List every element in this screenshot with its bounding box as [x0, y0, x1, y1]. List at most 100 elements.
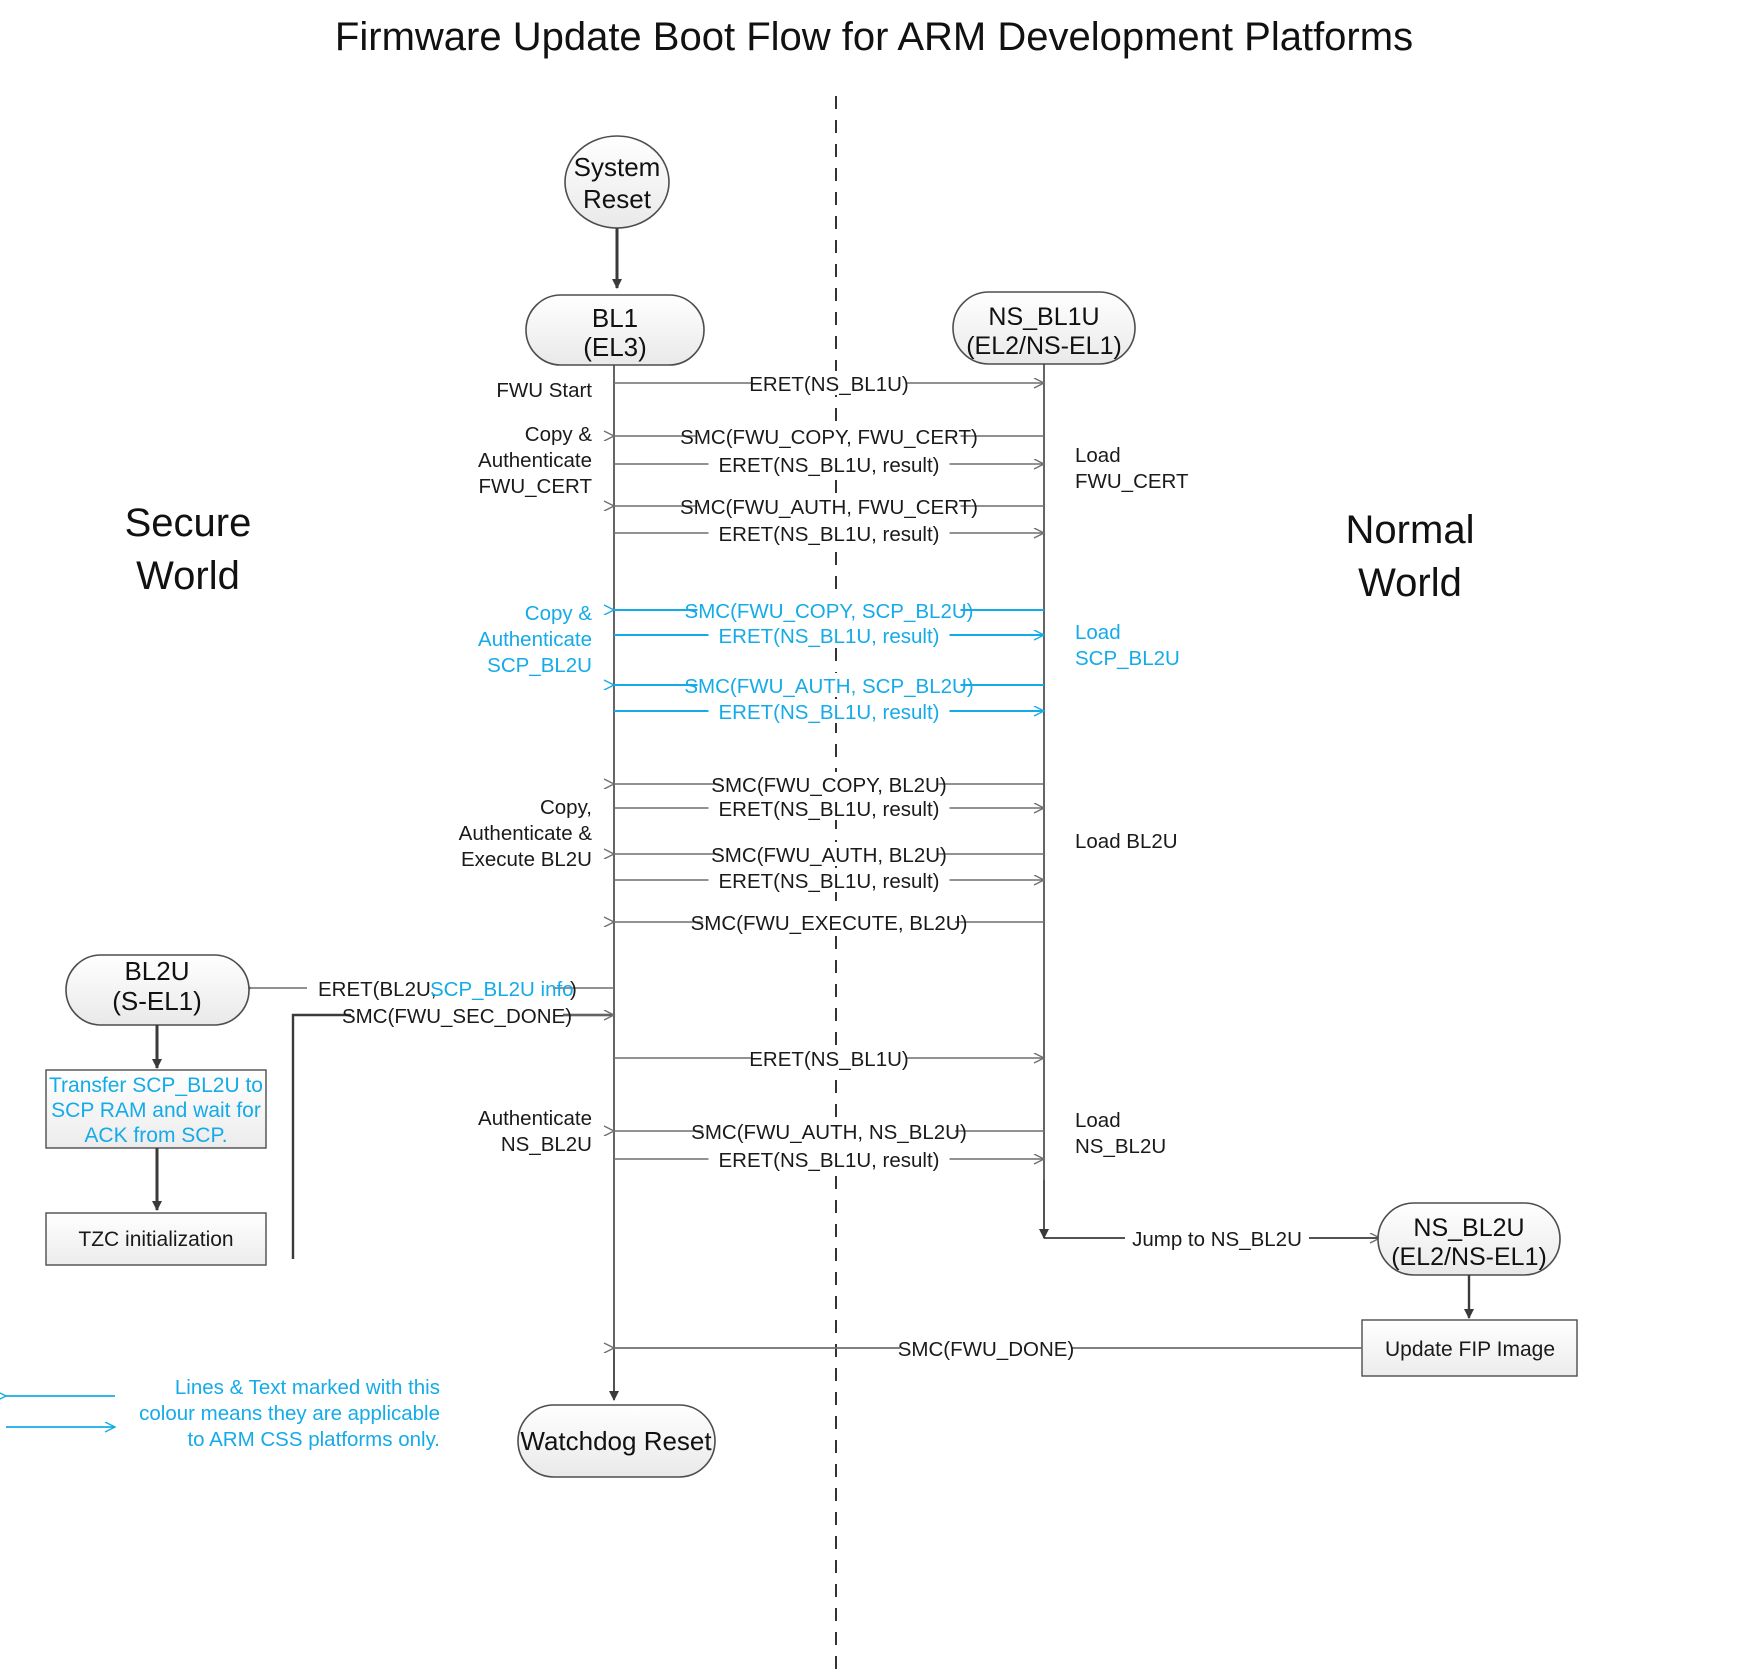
- message-eret-bl2u-suffix: ): [570, 978, 577, 1001]
- node-ns-bl2u-line1: NS_BL2U: [1413, 1214, 1524, 1242]
- side-label-r4-line2: NS_BL2U: [1075, 1135, 1166, 1158]
- message-m9[interactable]: ERET(NS_BL1U, result): [614, 699, 1044, 724]
- secure-world-label-line1: Secure: [125, 501, 252, 545]
- message-m4[interactable]: SMC(FWU_AUTH, FWU_CERT): [614, 494, 1044, 519]
- message-m2-label: SMC(FWU_COPY, FWU_CERT): [680, 426, 978, 449]
- message-m16-label: SMC(FWU_AUTH, NS_BL2U): [691, 1121, 967, 1144]
- message-m2[interactable]: SMC(FWU_COPY, FWU_CERT): [614, 424, 1044, 449]
- node-ns-bl1u-line1: NS_BL1U: [988, 303, 1099, 331]
- side-label-s5-line1: Authenticate: [478, 1107, 592, 1130]
- message-m4-label: SMC(FWU_AUTH, FWU_CERT): [680, 496, 978, 519]
- message-m14-label: SMC(FWU_EXECUTE, BL2U): [691, 912, 968, 935]
- normal-world-label-line1: Normal: [1346, 508, 1475, 552]
- node-bl1-line1: BL1: [592, 303, 638, 333]
- node-bl2u-line2: (S-EL1): [112, 986, 202, 1016]
- side-label-s4-line2: Authenticate &: [459, 822, 593, 845]
- side-label-s3-line3: SCP_BL2U: [487, 654, 592, 677]
- message-m1-label: ERET(NS_BL1U): [749, 373, 909, 396]
- normal-world-label-line2: World: [1358, 561, 1462, 605]
- node-watchdog-reset-line1: Watchdog Reset: [520, 1426, 712, 1456]
- message-m7[interactable]: ERET(NS_BL1U, result): [614, 623, 1044, 648]
- node-ns-bl2u[interactable]: NS_BL2U (EL2/NS-EL1): [1377, 1202, 1561, 1276]
- message-m3-label: ERET(NS_BL1U, result): [718, 454, 939, 477]
- message-jump-ns-bl2u[interactable]: Jump to NS_BL2U: [1039, 1180, 1380, 1251]
- message-m5[interactable]: ERET(NS_BL1U, result): [614, 521, 1044, 546]
- message-eret-bl2u-prefix: ERET(BL2U,: [318, 978, 436, 1001]
- message-smc-fwu-done-label: SMC(FWU_DONE): [898, 1338, 1075, 1361]
- process-box-transfer-scp-line1: Transfer SCP_BL2U to: [49, 1074, 263, 1097]
- side-label-s3-line2: Authenticate: [478, 628, 592, 651]
- message-m10-label: SMC(FWU_COPY, BL2U): [711, 774, 946, 797]
- node-ns-bl2u-line2: (EL2/NS-EL1): [1391, 1243, 1547, 1271]
- message-m16[interactable]: SMC(FWU_AUTH, NS_BL2U): [614, 1119, 1044, 1144]
- message-m13-label: ERET(NS_BL1U, result): [718, 870, 939, 893]
- side-label-r3-line1: Load BL2U: [1075, 830, 1178, 853]
- message-m9-label: ERET(NS_BL1U, result): [718, 701, 939, 724]
- process-box-tzc-init-line1: TZC initialization: [78, 1228, 233, 1251]
- side-label-s1: FWU Start: [496, 379, 592, 402]
- node-bl2u-line1: BL2U: [124, 956, 189, 986]
- node-bl1-line2: (EL3): [583, 332, 647, 362]
- process-box-transfer-scp[interactable]: Transfer SCP_BL2U to SCP RAM and wait fo…: [45, 1069, 267, 1149]
- message-m8[interactable]: SMC(FWU_AUTH, SCP_BL2U): [614, 673, 1044, 698]
- side-label-s2-line2: Authenticate: [478, 449, 592, 472]
- message-smc-fwu-sec-done[interactable]: SMC(FWU_SEC_DONE): [291, 1003, 614, 1259]
- legend-line1: Lines & Text marked with this: [175, 1376, 440, 1399]
- message-m8-label: SMC(FWU_AUTH, SCP_BL2U): [684, 675, 973, 698]
- legend-line3: to ARM CSS platforms only.: [187, 1428, 440, 1451]
- side-label-r3: Load BL2U: [1075, 830, 1178, 853]
- side-label-s2-line3: FWU_CERT: [478, 475, 592, 498]
- node-bl1[interactable]: BL1 (EL3): [525, 294, 705, 366]
- message-m12[interactable]: SMC(FWU_AUTH, BL2U): [614, 842, 1044, 867]
- process-box-transfer-scp-line3: ACK from SCP.: [84, 1124, 227, 1147]
- message-m15[interactable]: ERET(NS_BL1U): [614, 1046, 1044, 1071]
- side-label-r2-line2: SCP_BL2U: [1075, 647, 1180, 670]
- side-label-s2-line1: Copy &: [525, 423, 593, 446]
- message-m10[interactable]: SMC(FWU_COPY, BL2U): [614, 772, 1044, 797]
- process-box-tzc-init[interactable]: TZC initialization: [45, 1212, 267, 1266]
- message-m1[interactable]: ERET(NS_BL1U): [614, 371, 1044, 396]
- message-m12-label: SMC(FWU_AUTH, BL2U): [711, 844, 947, 867]
- message-m3[interactable]: ERET(NS_BL1U, result): [614, 452, 1044, 477]
- message-smc-fwu-sec-done-label: SMC(FWU_SEC_DONE): [342, 1005, 572, 1028]
- process-box-update-fip[interactable]: Update FIP Image: [1361, 1319, 1578, 1377]
- side-label-r1-line2: FWU_CERT: [1075, 470, 1189, 493]
- node-system-reset-line1: System: [574, 152, 661, 182]
- node-ns-bl1u[interactable]: NS_BL1U (EL2/NS-EL1): [952, 291, 1136, 365]
- message-smc-fwu-done[interactable]: SMC(FWU_DONE): [614, 1336, 1362, 1361]
- side-label-s4-line3: Execute BL2U: [461, 848, 592, 871]
- side-label-r2-line1: Load: [1075, 621, 1121, 644]
- message-m6[interactable]: SMC(FWU_COPY, SCP_BL2U): [614, 598, 1044, 623]
- legend-line2: colour means they are applicable: [139, 1402, 440, 1425]
- message-m11-label: ERET(NS_BL1U, result): [718, 798, 939, 821]
- message-m6-label: SMC(FWU_COPY, SCP_BL2U): [685, 600, 974, 623]
- message-m5-label: ERET(NS_BL1U, result): [718, 523, 939, 546]
- side-label-s3-line1: Copy &: [525, 602, 593, 625]
- node-watchdog-reset[interactable]: Watchdog Reset: [517, 1404, 716, 1478]
- message-eret-bl2u[interactable]: ERET(BL2U, SCP_BL2U info ): [251, 976, 614, 1001]
- side-label-r4-line1: Load: [1075, 1109, 1121, 1132]
- node-bl2u[interactable]: BL2U (S-EL1): [65, 954, 250, 1026]
- message-jump-ns-bl2u-label: Jump to NS_BL2U: [1132, 1228, 1302, 1251]
- side-label-r1-line1: Load: [1075, 444, 1121, 467]
- node-system-reset[interactable]: System Reset: [564, 135, 670, 229]
- message-m7-label: ERET(NS_BL1U, result): [718, 625, 939, 648]
- secure-world-label-line2: World: [136, 554, 240, 598]
- process-box-transfer-scp-line2: SCP RAM and wait for: [51, 1099, 261, 1122]
- side-label-s4-line1: Copy,: [540, 796, 592, 819]
- side-label-s1-line1: FWU Start: [496, 379, 592, 402]
- message-m13[interactable]: ERET(NS_BL1U, result): [614, 868, 1044, 893]
- node-ns-bl1u-line2: (EL2/NS-EL1): [966, 332, 1122, 360]
- message-m17[interactable]: ERET(NS_BL1U, result): [614, 1147, 1044, 1172]
- page-title: Firmware Update Boot Flow for ARM Develo…: [335, 15, 1413, 59]
- side-label-s4: Copy, Authenticate & Execute BL2U: [459, 796, 593, 871]
- message-m11[interactable]: ERET(NS_BL1U, result): [614, 796, 1044, 821]
- message-m14[interactable]: SMC(FWU_EXECUTE, BL2U): [614, 910, 1044, 935]
